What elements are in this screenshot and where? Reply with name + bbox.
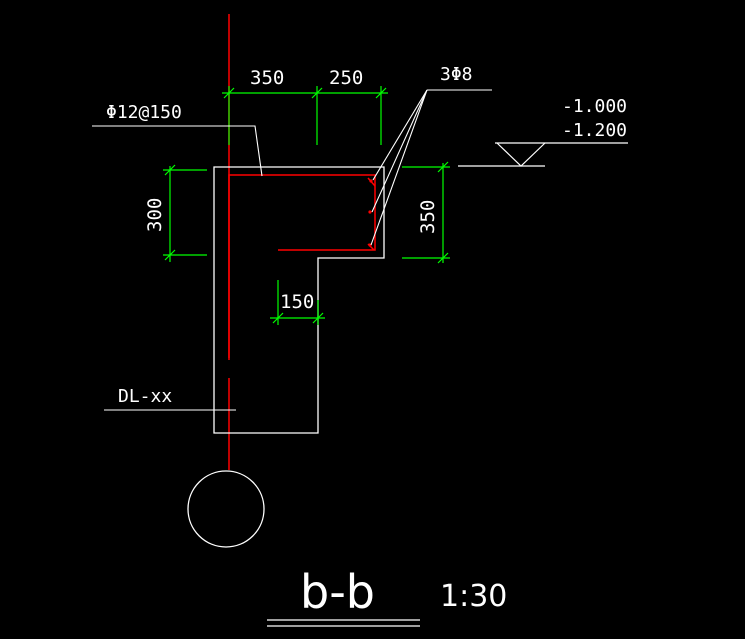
elevation-lower: -1.200: [562, 120, 627, 141]
left-dimension: [163, 164, 207, 262]
pile-circle: [187, 470, 265, 548]
rebar-dot: [369, 179, 373, 183]
stirrup-rebar: [228, 174, 376, 360]
top-dimension: [222, 86, 388, 145]
elevation-upper: -1.000: [562, 96, 627, 117]
dim-250-top: 250: [329, 67, 363, 89]
rebar-dot: [368, 210, 372, 214]
section-title: b-b: [300, 565, 375, 619]
stirrup-label: Φ12@150: [106, 102, 182, 123]
dim-350-right: 350: [417, 200, 439, 234]
section-scale: 1:30: [440, 579, 507, 614]
elevation-marker: [458, 142, 628, 167]
right-dimension: [402, 161, 450, 264]
dim-350-top: 350: [250, 67, 284, 89]
section-outline: [213, 166, 385, 434]
bottom-dimension: [270, 280, 325, 325]
beam-tag-label: DL-xx: [118, 386, 172, 407]
dim-150-bottom: 150: [280, 291, 314, 313]
stirrup-leader: [92, 125, 263, 177]
dim-300-left: 300: [144, 198, 166, 232]
bars-label: 3Φ8: [440, 64, 473, 85]
bars-leader: [370, 89, 492, 246]
